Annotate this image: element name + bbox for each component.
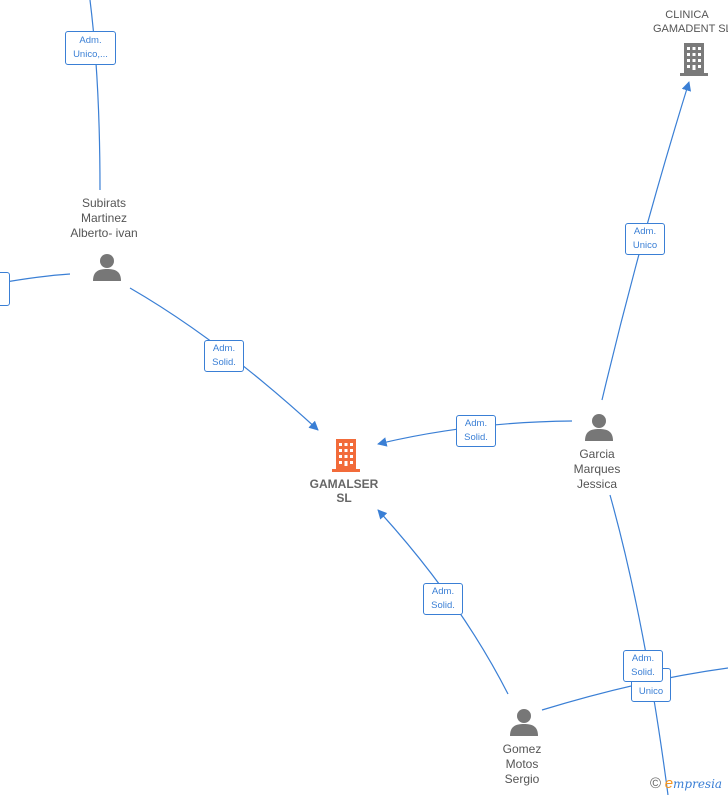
person-gomez-name-line3: Sergio — [504, 772, 540, 786]
brand-logo-e: e — [664, 775, 674, 792]
edge-label-line2: Solid. — [631, 667, 655, 678]
person-subirats-name-line2: Martinez — [80, 211, 127, 225]
edge-label-line1: Adm. — [212, 343, 236, 354]
edge-label-line1: Adm. — [431, 586, 455, 597]
person-subirats-person-icon[interactable] — [92, 252, 122, 287]
edge-label-garcia-main[interactable]: Adm. Solid. — [456, 415, 496, 447]
brand-logo-text: mpresia — [673, 777, 723, 791]
person-subirats-label[interactable]: Subirats Martinez Alberto- ivan — [54, 196, 154, 241]
edge-label-line2: Solid. — [212, 357, 236, 368]
edge-label-line2: Unico — [638, 686, 664, 697]
company-gamalser-name-line2: SL — [336, 491, 352, 505]
person-garcia-name-line1: Garcia — [579, 447, 615, 461]
company-gamalser-label[interactable]: GAMALSER SL — [294, 477, 394, 505]
edge-label-right-solid[interactable]: Adm. Solid. — [623, 650, 663, 682]
person-gomez-person-icon[interactable] — [509, 707, 539, 742]
edge-label-left-partial[interactable] — [0, 272, 10, 306]
edge-label-line1: Adm. — [79, 35, 102, 46]
edge-label-line2: Solid. — [431, 600, 455, 611]
person-subirats-name-line1: Subirats — [81, 196, 127, 210]
edge-label-line1: Adm. — [633, 226, 657, 237]
edge-label-line2: Solid. — [464, 432, 488, 443]
edge-label-garcia-clinica[interactable]: Adm. Unico — [625, 223, 665, 255]
edge-label-subirats-main[interactable]: Adm. Solid. — [204, 340, 244, 372]
company-gamalser-name-line1: GAMALSER — [309, 477, 379, 491]
company-clinica-building-icon[interactable] — [678, 41, 710, 82]
edge-label-line1: Adm. — [631, 653, 655, 664]
edge-label-gomez-main[interactable]: Adm. Solid. — [423, 583, 463, 615]
person-gomez-name-line1: Gomez — [502, 742, 542, 756]
brand-logo: © empresia — [650, 775, 722, 792]
person-gomez-name-line2: Motos — [505, 757, 539, 771]
person-garcia-name-line3: Jessica — [576, 477, 617, 491]
person-gomez-label[interactable]: Gomez Motos Sergio — [472, 742, 572, 787]
edge-label-line2: Unico — [632, 240, 658, 251]
edge-label-line2: Unico,... — [73, 49, 108, 60]
copyright-symbol: © — [650, 775, 662, 792]
person-garcia-label[interactable]: Garcia Marques Jessica — [547, 447, 647, 492]
edge-line-garcia-down — [609, 494, 669, 795]
company-gamalser-building-icon[interactable] — [330, 437, 362, 478]
company-clinica-name-line2: GAMADENT SL — [653, 23, 728, 35]
edge-line-left-subirats — [0, 273, 71, 284]
person-garcia-person-icon[interactable] — [584, 412, 614, 447]
edge-line-top-subirats — [89, 0, 101, 191]
person-garcia-name-line2: Marques — [573, 462, 621, 476]
company-clinica-label[interactable]: CLINICA GAMADENT SL — [646, 8, 728, 36]
edge-label-line1: Adm. — [464, 418, 488, 429]
edge-label-top-subirats[interactable]: Adm. Unico,... — [65, 31, 116, 65]
person-subirats-name-line3: Alberto- ivan — [70, 226, 138, 240]
company-clinica-name-line1: CLINICA — [665, 9, 709, 21]
